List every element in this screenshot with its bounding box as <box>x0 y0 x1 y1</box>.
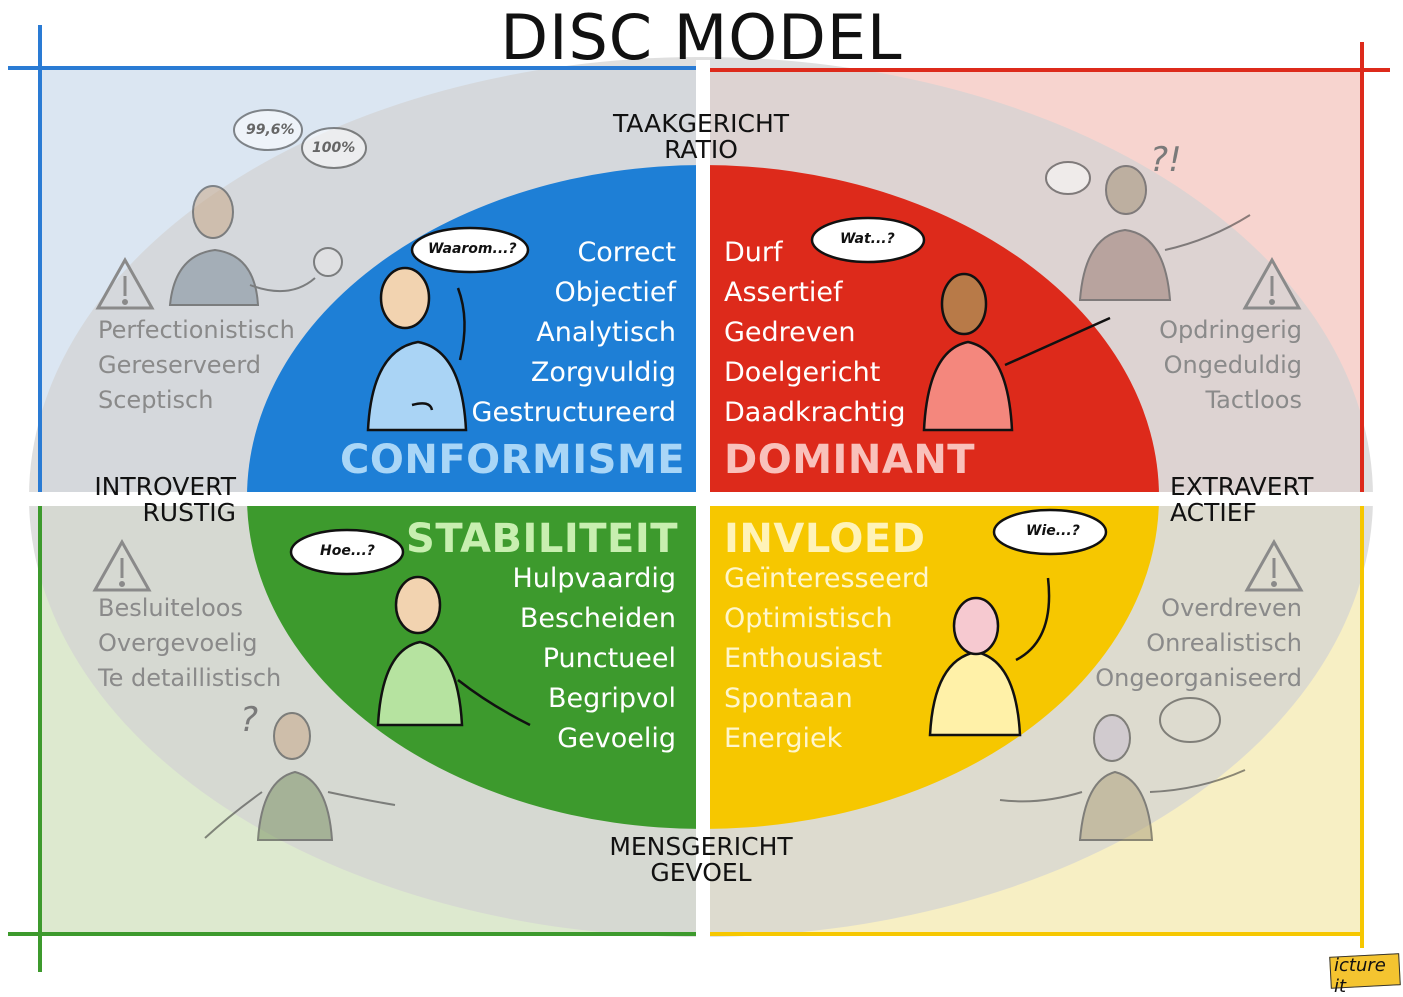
invloed-trait: Spontaan <box>724 683 853 714</box>
faded-figure-icon <box>168 109 1251 841</box>
figure-invloed-icon <box>928 508 1108 737</box>
dominant-weakness: Ongeduldig <box>1163 351 1302 379</box>
stabiliteit-trait: Hulpvaardig <box>512 563 676 594</box>
stabiliteit-speech-bubble: Hoe...? <box>320 543 375 559</box>
stabiliteit-question: ? <box>240 700 259 740</box>
stabiliteit-trait: Bescheiden <box>519 603 676 634</box>
invloed-weakness: Ongeorganiseerd <box>1095 664 1302 692</box>
stabiliteit-weakness: Overgevoelig <box>98 629 258 657</box>
conformisme-trait: Objectief <box>554 277 676 308</box>
invloed-trait: Geïnteresseerd <box>724 563 930 594</box>
dominant-trait: Gedreven <box>724 317 856 348</box>
invloed-weakness: Onrealistisch <box>1146 629 1302 657</box>
conformisme-traits: Correct Objectief Analytisch Zorgvuldig … <box>420 233 676 433</box>
dominant-weakness: Opdringerig <box>1159 316 1302 344</box>
figure-dominant-icon <box>810 216 1111 432</box>
conformisme-trait: Analytisch <box>536 317 676 348</box>
conformisme-weakness: Sceptisch <box>98 386 214 414</box>
warning-triangle-icon <box>92 256 1304 592</box>
axis-bottom-line1: MENSGERICHT <box>609 832 793 861</box>
conformisme-weakness: Gereserveerd <box>98 351 262 379</box>
conformisme-heading: CONFORMISME <box>340 437 686 483</box>
dominant-heading: DOMINANT <box>724 437 976 483</box>
dominant-weaknesses: Opdringerig Ongeduldig Tactloos <box>1080 313 1302 418</box>
invloed-weaknesses: Overdreven Onrealistisch Ongeorganiseerd <box>1060 591 1302 696</box>
thought-cloud-left: 99,6% <box>246 122 295 138</box>
invloed-weakness: Overdreven <box>1161 594 1302 622</box>
stabiliteit-trait: Punctueel <box>542 643 676 674</box>
axis-right: EXTRAVERT ACTIEF <box>1170 474 1330 526</box>
axis-top-line2: RATIO <box>664 135 738 164</box>
figure-stabiliteit-icon <box>289 528 531 727</box>
conformisme-trait: Gestructureerd <box>471 397 676 428</box>
axis-right-line2: ACTIEF <box>1170 498 1257 527</box>
stabiliteit-trait: Gevoelig <box>557 723 676 754</box>
invloed-trait: Energiek <box>724 723 843 754</box>
axis-bottom: MENSGERICHT GEVOEL <box>560 834 842 886</box>
conformisme-weaknesses: Perfectionistisch Gereserveerd Sceptisch <box>98 313 338 418</box>
axis-right-line1: EXTRAVERT <box>1170 472 1314 501</box>
figure-conformisme-icon <box>366 226 530 432</box>
stabiliteit-heading: STABILITEIT <box>406 516 678 562</box>
invloed-trait: Optimistisch <box>724 603 893 634</box>
stabiliteit-weaknesses: Besluiteloos Overgevoelig Te detaillisti… <box>98 591 338 696</box>
axis-top: TAAKGERICHT RATIO <box>560 111 842 163</box>
dominant-exclaim: ?! <box>1150 140 1182 180</box>
axis-left-line2: RUSTIG <box>142 498 236 527</box>
logo-text: icture it <box>1334 955 1386 997</box>
dominant-weakness: Tactloos <box>1205 386 1302 414</box>
dominant-speech-bubble: Wat...? <box>840 231 895 247</box>
axis-top-line1: TAAKGERICHT <box>612 109 790 138</box>
conformisme-speech-bubble: Waarom...? <box>428 241 517 257</box>
dominant-trait: Durf <box>724 237 783 268</box>
stabiliteit-trait: Begripvol <box>547 683 676 714</box>
axis-left: INTROVERT RUSTIG <box>76 474 236 526</box>
conformisme-trait: Correct <box>577 237 676 268</box>
thought-cloud-right: 100% <box>312 140 356 156</box>
conformisme-weakness: Perfectionistisch <box>98 316 295 344</box>
invloed-trait: Enthousiast <box>724 643 883 674</box>
stabiliteit-weakness: Te detaillistisch <box>98 664 282 692</box>
dominant-trait: Assertief <box>724 277 843 308</box>
conformisme-trait: Zorgvuldig <box>530 357 676 388</box>
dominant-trait: Daadkrachtig <box>724 397 906 428</box>
dominant-trait: Doelgericht <box>724 357 881 388</box>
stabiliteit-weakness: Besluiteloos <box>98 594 243 622</box>
invloed-speech-bubble: Wie...? <box>1026 523 1080 539</box>
dominant-traits: Durf Assertief Gedreven Doelgericht Daad… <box>724 233 984 433</box>
invloed-traits: Geïnteresseerd Optimistisch Enthousiast … <box>724 559 984 759</box>
invloed-heading: INVLOED <box>724 516 926 562</box>
axis-bottom-line2: GEVOEL <box>650 858 752 887</box>
page-title: DISC MODEL <box>500 1 903 74</box>
axis-left-line1: INTROVERT <box>94 472 236 501</box>
stabiliteit-traits: Hulpvaardig Bescheiden Punctueel Begripv… <box>420 559 676 759</box>
